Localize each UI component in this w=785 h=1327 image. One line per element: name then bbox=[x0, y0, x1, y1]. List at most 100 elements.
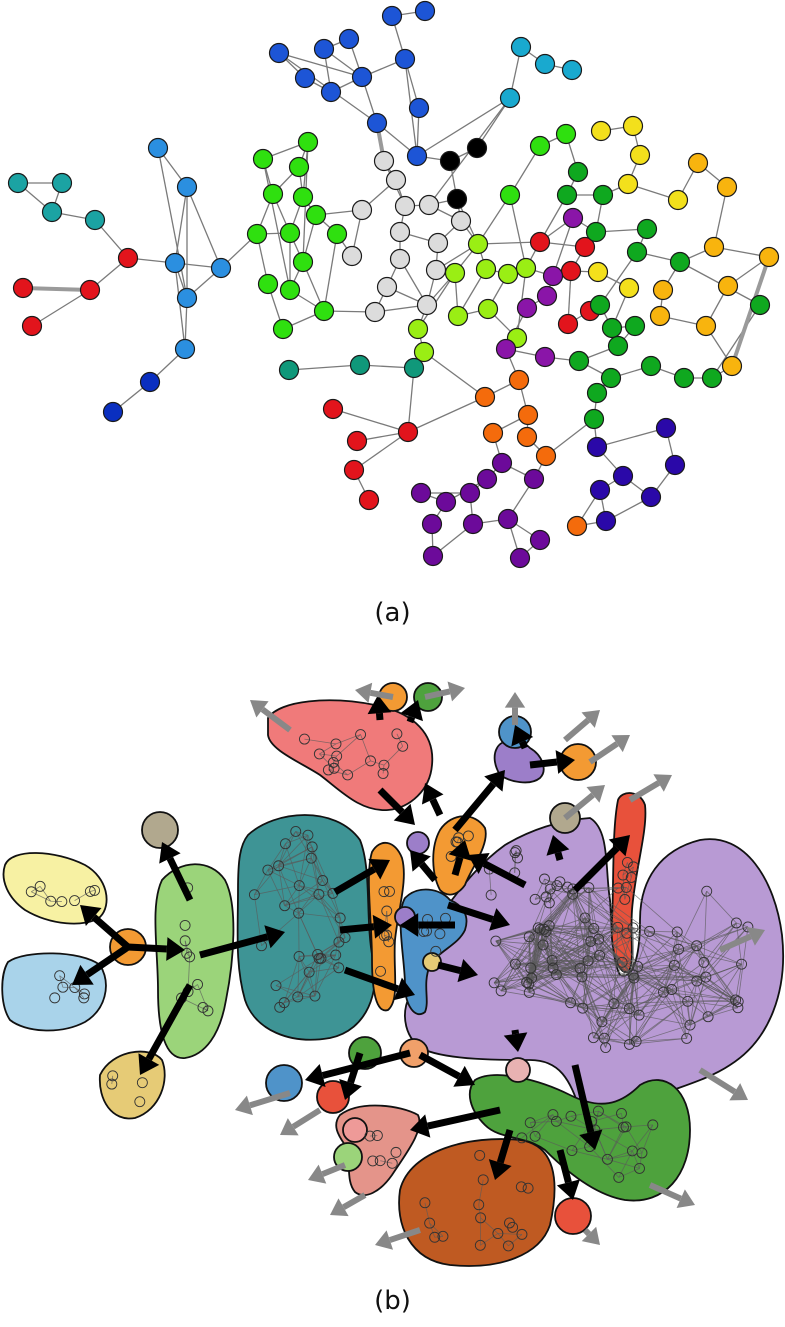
green-module-edge bbox=[621, 1113, 624, 1128]
module-single bbox=[554, 1197, 592, 1235]
teal-module-node bbox=[302, 829, 314, 841]
lightblue-module-edge bbox=[59, 975, 76, 988]
brown-module-edge bbox=[480, 1217, 499, 1234]
lilac-module-node bbox=[523, 931, 535, 943]
network-node bbox=[717, 275, 739, 297]
lilac-module-edge bbox=[530, 929, 541, 969]
salmon-module-node bbox=[330, 738, 342, 750]
lilac-module-edge bbox=[673, 965, 688, 1039]
flow-arrow-gray-head bbox=[235, 1095, 253, 1116]
network-edge bbox=[262, 158, 291, 291]
network-node bbox=[687, 152, 709, 174]
teal-module-edge bbox=[283, 956, 300, 1003]
lightgreen-module-node bbox=[181, 947, 193, 959]
flow-arrow-gray bbox=[388, 1227, 421, 1243]
network-node bbox=[701, 367, 723, 389]
flow-arrow-gray-head bbox=[586, 785, 605, 803]
lilac-module-edge bbox=[530, 967, 583, 978]
network-node bbox=[491, 452, 513, 474]
network-node bbox=[102, 401, 124, 423]
flow-arrow-black bbox=[333, 866, 377, 896]
brown-module-node bbox=[419, 1197, 431, 1209]
lilac-module-edge bbox=[590, 941, 638, 967]
lilac-module-edge bbox=[703, 922, 737, 963]
flow-arrow-black-head bbox=[400, 913, 419, 937]
network-node bbox=[292, 251, 314, 273]
lilac-module-edge bbox=[629, 991, 664, 1045]
lilac-module-edge bbox=[587, 927, 619, 962]
lilac-module-edge bbox=[635, 991, 664, 1042]
green-module-edge bbox=[618, 1168, 640, 1178]
network-node bbox=[51, 172, 73, 194]
lilac-module-node bbox=[732, 1002, 744, 1014]
network-node bbox=[435, 491, 457, 513]
salmon-module-node bbox=[365, 755, 376, 767]
teal-module-node bbox=[274, 1001, 286, 1013]
lilac-module-edge bbox=[635, 966, 639, 1042]
lilac-module-edge bbox=[621, 927, 634, 963]
lilac-module-edge bbox=[636, 1038, 687, 1042]
lilac-module-edge bbox=[671, 989, 736, 1001]
flow-arrow-black bbox=[482, 860, 527, 889]
red-module-edge bbox=[622, 866, 634, 876]
network-node bbox=[523, 468, 545, 490]
network-node bbox=[210, 257, 232, 279]
lilac-module-node bbox=[510, 845, 522, 857]
lilac-module-edge bbox=[663, 991, 688, 1039]
lilac-module-edge bbox=[696, 945, 705, 963]
lilac-module-edge bbox=[579, 968, 583, 978]
lilac-module-edge bbox=[529, 936, 589, 962]
teal-module-node bbox=[280, 838, 291, 850]
pinkish-module-node bbox=[386, 1157, 398, 1169]
network-node bbox=[566, 515, 588, 537]
flow-arrow-gray-head bbox=[504, 692, 526, 708]
network-node bbox=[351, 199, 373, 221]
lilac-module-node bbox=[681, 1032, 693, 1044]
brown-module-node bbox=[477, 1174, 489, 1186]
lilac-module-edge bbox=[581, 961, 623, 978]
salmon-module-edge bbox=[319, 753, 337, 757]
lilac-module-edge bbox=[542, 888, 574, 946]
lilac-module-edge bbox=[587, 941, 592, 961]
flow-arrow-black bbox=[199, 933, 269, 959]
salmon-module-edge bbox=[396, 733, 404, 747]
salmon-module-edge bbox=[383, 746, 403, 766]
lilac-module-node bbox=[540, 891, 552, 903]
lilac-module-edge bbox=[632, 975, 640, 1016]
lilac-module-edge bbox=[584, 887, 619, 919]
network-node bbox=[252, 148, 274, 170]
flow-arrow-gray-head bbox=[729, 1083, 748, 1101]
network-node bbox=[586, 382, 608, 404]
lilac-module-edge bbox=[637, 948, 679, 967]
salmon-module-edge bbox=[328, 769, 348, 776]
network-node bbox=[410, 482, 432, 504]
brown-module-node bbox=[437, 1230, 449, 1242]
teal-module-node bbox=[293, 880, 305, 891]
lilac-module-edge bbox=[687, 963, 742, 1002]
network-node bbox=[592, 184, 614, 206]
brown-module-node bbox=[516, 1228, 528, 1240]
green-module-node bbox=[550, 1115, 562, 1127]
teal-module-edge bbox=[254, 885, 300, 896]
lilac-module-node bbox=[627, 922, 639, 934]
lilac-module-node bbox=[691, 940, 703, 952]
flow-arrow-gray-head bbox=[308, 1164, 327, 1184]
lilac-module-node bbox=[623, 1003, 635, 1015]
brown-module-node bbox=[475, 1212, 487, 1224]
lilac-module-edge bbox=[539, 887, 590, 930]
lightblue-module-edge bbox=[59, 975, 64, 988]
lilac-module-node bbox=[583, 882, 595, 893]
teal-module-edge bbox=[297, 972, 310, 998]
lilac-module-node bbox=[540, 926, 552, 937]
brown-module-edge bbox=[508, 1234, 523, 1247]
flow-arrow-black-head bbox=[393, 803, 415, 825]
network-node bbox=[508, 369, 530, 391]
lightgreen-module-node bbox=[192, 979, 204, 990]
lilac-module-edge bbox=[632, 927, 697, 947]
lilac-module-edge bbox=[696, 963, 742, 982]
lilac-module-edge bbox=[629, 1040, 637, 1045]
lilac-module-node bbox=[682, 995, 694, 1007]
flow-arrow-black-head bbox=[579, 1129, 603, 1150]
lilac-module-edge bbox=[613, 965, 675, 1004]
network-node bbox=[358, 489, 380, 511]
